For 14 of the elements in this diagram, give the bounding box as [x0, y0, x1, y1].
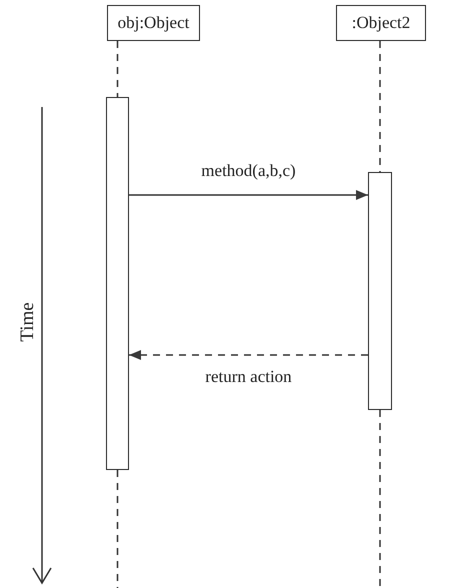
object-box	[336, 5, 426, 41]
lifeline	[379, 41, 381, 172]
axis-label: Time	[17, 302, 39, 342]
lifeline	[379, 410, 381, 588]
activation-bar	[368, 172, 392, 410]
activation-bar	[106, 97, 129, 470]
edge-label: method(a,b,c)	[199, 161, 298, 181]
object-name: obj:Object	[118, 13, 190, 33]
lifeline	[116, 470, 118, 588]
message-arrow	[129, 350, 368, 360]
object-name: :Object2	[352, 13, 410, 33]
object-box	[107, 5, 200, 41]
message-arrow	[129, 190, 368, 200]
lifeline	[116, 41, 118, 97]
